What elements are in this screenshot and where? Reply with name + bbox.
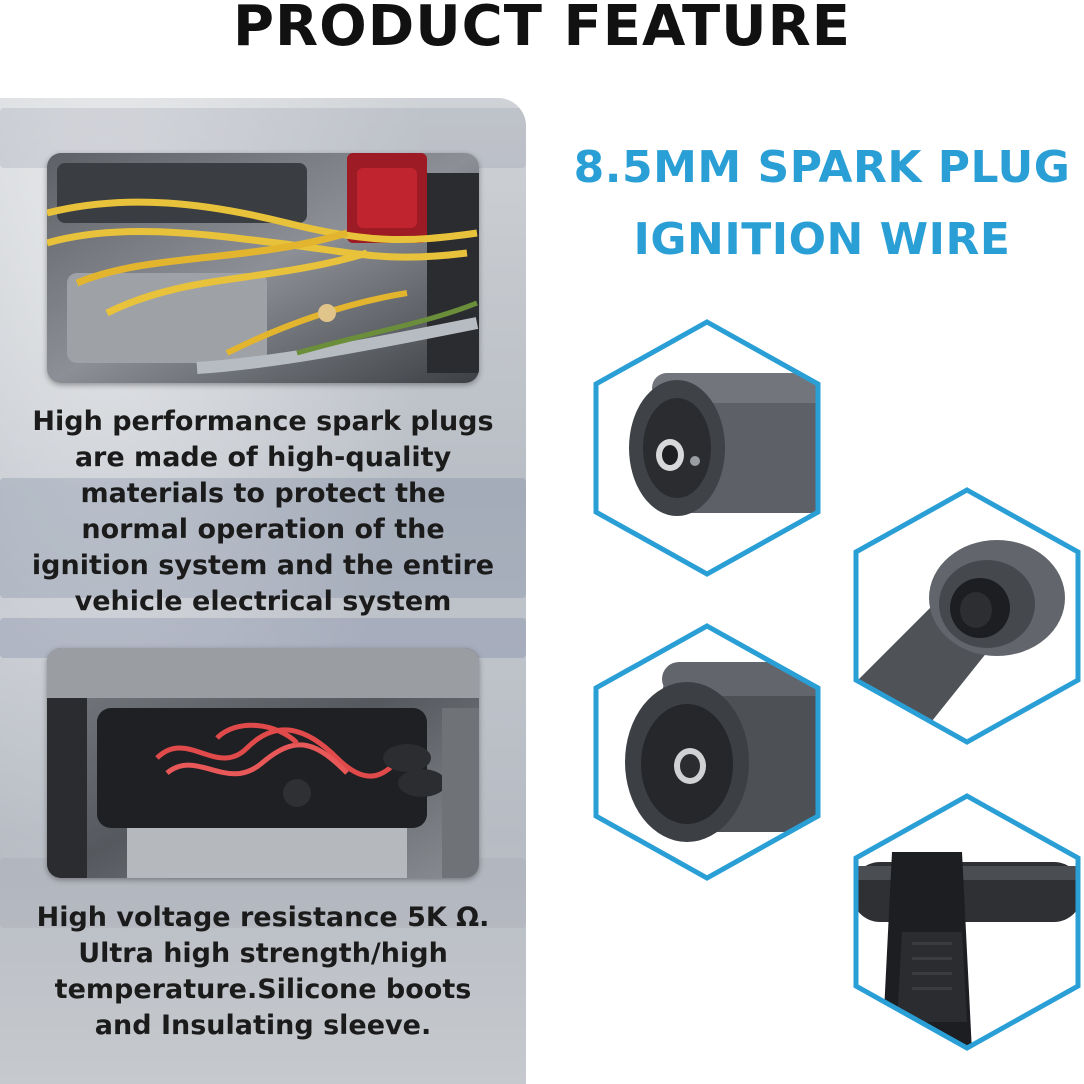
page-title: PRODUCT FEATURE (232, 0, 852, 59)
caption-voltage: High voltage resistance 5K Ω. Ultra high… (14, 900, 512, 1044)
caption-line: normal operation of the (81, 514, 445, 545)
caption-line: ignition system and the entire (31, 550, 495, 581)
caption-line: High performance spark plugs (32, 406, 494, 437)
hexagon-boot-closeup-1 (592, 318, 822, 578)
caption-line: Ultra high strength/high (78, 938, 448, 969)
engine-yellow-wires-photo (47, 153, 479, 383)
engine-red-wires-photo (47, 648, 479, 878)
background-blur-band (0, 478, 526, 598)
hexagon-boot-closeup-2 (852, 486, 1082, 746)
caption-line: temperature.Silicone boots (54, 974, 472, 1005)
caption-line: vehicle electrical system (74, 586, 452, 617)
caption-line: are made of high-quality (74, 442, 452, 473)
product-heading-line-1: 8.5MM SPARK PLUG (573, 142, 1071, 193)
hexagon-boot-closeup-3 (592, 622, 822, 882)
hexagon-wire-clip-closeup (852, 792, 1082, 1052)
product-heading-line-2: IGNITION WIRE (633, 214, 1011, 265)
caption-performance: High performance spark plugs are made of… (14, 404, 512, 620)
caption-line: High voltage resistance 5K Ω. (36, 902, 490, 933)
caption-line: materials to protect the (80, 478, 446, 509)
caption-line: and Insulating sleeve. (94, 1010, 432, 1041)
